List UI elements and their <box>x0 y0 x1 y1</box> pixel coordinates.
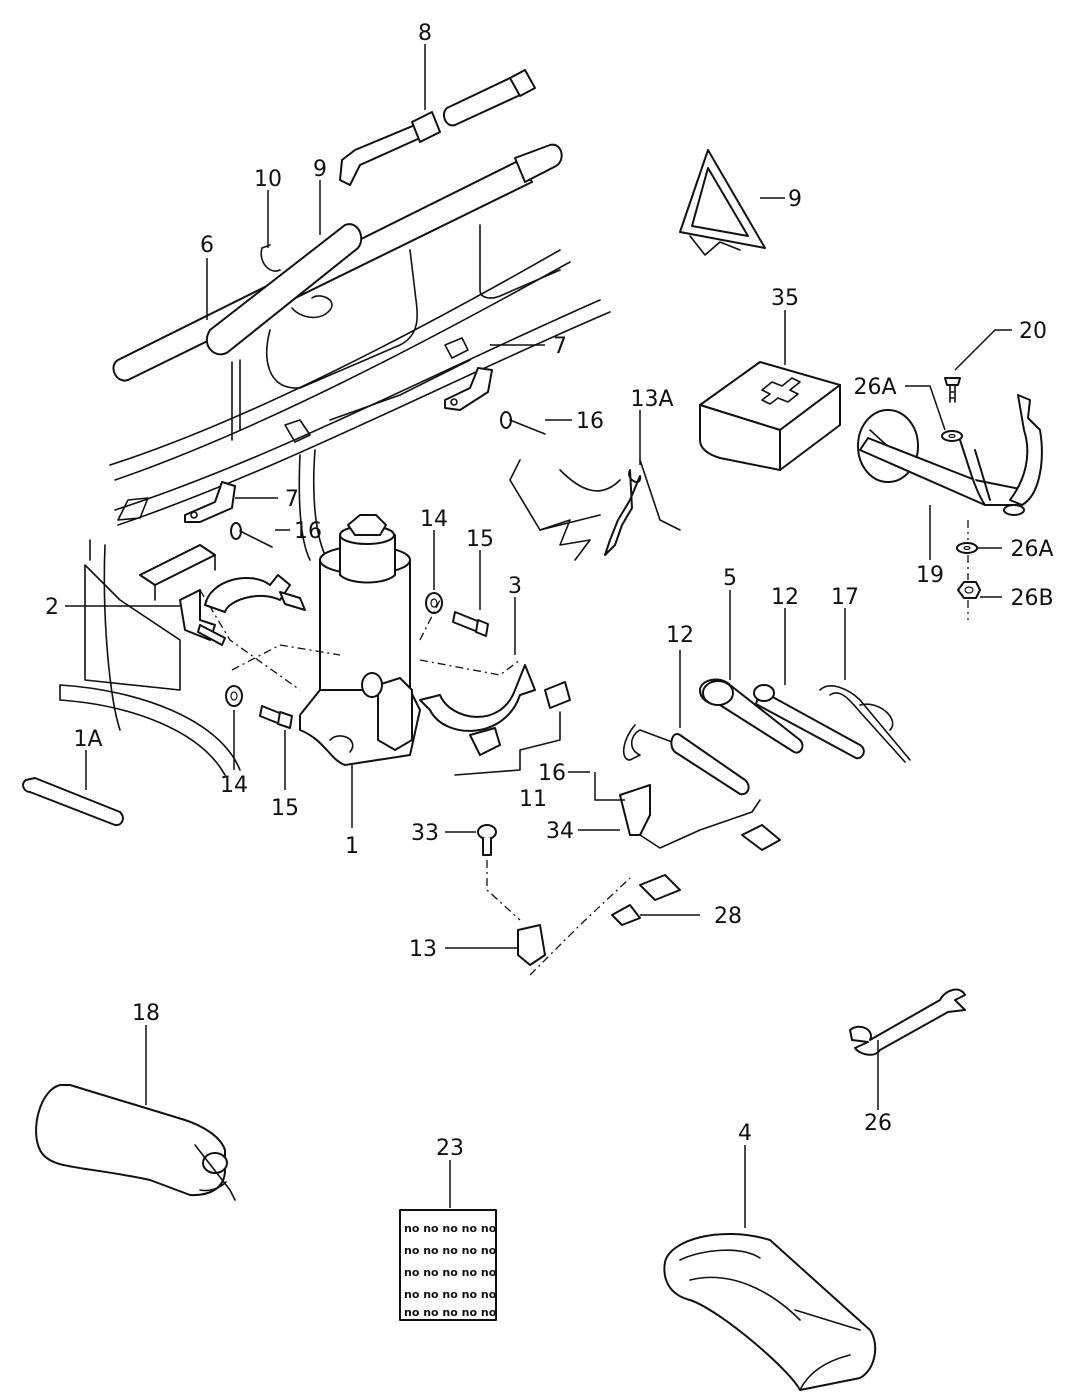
part-19-holder-bracket <box>857 394 1043 516</box>
callout-18: 18 <box>132 1001 160 1026</box>
part-12-rod-left <box>622 724 750 796</box>
part-33-bolt <box>477 824 521 921</box>
part-20-screw <box>944 377 961 403</box>
part-7-bracket-lower <box>184 481 236 523</box>
part-28-bracket <box>611 874 681 926</box>
callout-13A: 13A <box>630 387 673 412</box>
part-14-washer-lower <box>225 685 243 707</box>
sticker-row: no no no no no <box>404 1244 497 1257</box>
callout-2: 2 <box>45 595 59 620</box>
leader-lines <box>65 44 1012 1228</box>
part-16-rivet-upper <box>500 411 546 435</box>
callout-10: 10 <box>254 167 282 192</box>
part-16-rivet-lower <box>230 522 273 548</box>
part-1-jack <box>299 514 421 766</box>
callout-16-upper: 16 <box>576 409 604 434</box>
callout-11: 11 <box>519 787 547 812</box>
sticker-row: no no no no no <box>404 1288 497 1301</box>
callout-33: 33 <box>411 821 439 846</box>
part-7-bracket-upper <box>444 367 493 411</box>
part-9-warning-triangle <box>679 149 766 256</box>
part-17-clip <box>819 685 911 763</box>
callout-5: 5 <box>723 566 737 591</box>
part-15-bolt-lower <box>259 705 293 729</box>
assembly-centerlines <box>199 589 521 691</box>
sticker-row: no no no no no <box>404 1222 497 1235</box>
callout-6: 6 <box>200 233 214 258</box>
callout-1A: 1A <box>73 727 102 752</box>
callout-16-lower: 16 <box>294 519 322 544</box>
callout-13: 13 <box>409 937 437 962</box>
part-23-sticker: no no no no no no no no no no no no no n… <box>399 1209 497 1321</box>
callout-9-brace: 9 <box>313 157 327 182</box>
part-34-bracket <box>741 824 781 851</box>
part-26-wrench <box>849 988 966 1056</box>
part-3-clamp <box>419 664 536 732</box>
sticker-row: no no no no no <box>404 1306 497 1319</box>
part-4-tool-bag <box>663 1233 877 1391</box>
part-34-clip <box>619 784 761 849</box>
part-11-bracket <box>454 681 571 776</box>
sticker-row: no no no no no <box>404 1266 497 1279</box>
callout-23: 23 <box>436 1136 464 1161</box>
callout-7-upper: 7 <box>553 334 567 359</box>
part-8-wheel-brace-extension <box>339 69 536 186</box>
body-panel <box>59 224 611 776</box>
callout-15-lower: 15 <box>271 796 299 821</box>
callout-3: 3 <box>508 574 522 599</box>
callout-4: 4 <box>738 1121 752 1146</box>
part-13-bracket <box>517 877 631 976</box>
callout-16-middle: 16 <box>538 761 566 786</box>
part-13A-strap <box>509 459 681 561</box>
part-15-bolt-upper <box>452 611 489 637</box>
callout-labels: 8 10 9 6 9 35 20 26A 7 13A 16 7 16 14 15… <box>45 21 1054 1161</box>
part-9-sleeve <box>205 223 363 356</box>
part-26A-washer-bottom <box>956 542 978 554</box>
callout-12-right: 12 <box>771 585 799 610</box>
callout-28: 28 <box>714 904 742 929</box>
part-12-pin-right <box>753 684 865 760</box>
part-5-pin <box>699 678 804 754</box>
callout-26B: 26B <box>1010 586 1053 611</box>
part-26B-nut <box>957 520 981 620</box>
callout-9-triangle: 9 <box>788 187 802 212</box>
callout-12-left: 12 <box>666 623 694 648</box>
callout-34: 34 <box>546 819 574 844</box>
callout-14-upper: 14 <box>420 507 448 532</box>
callout-35: 35 <box>771 286 799 311</box>
callout-19: 19 <box>916 563 944 588</box>
part-26A-washer-top <box>941 430 963 442</box>
callout-17: 17 <box>831 585 859 610</box>
part-18-fire-extinguisher <box>35 1084 236 1201</box>
callout-15-upper: 15 <box>466 527 494 552</box>
part-1A-pad <box>22 777 124 827</box>
callout-8: 8 <box>418 21 432 46</box>
callout-7-lower: 7 <box>285 487 299 512</box>
part-35-first-aid-kit <box>699 361 841 471</box>
callout-1: 1 <box>345 834 359 859</box>
callout-26: 26 <box>864 1111 892 1136</box>
part-2-clamp <box>179 574 306 646</box>
part-14-washer-upper <box>425 592 443 614</box>
callout-20: 20 <box>1019 319 1047 344</box>
callout-26A-bottom: 26A <box>1010 537 1053 562</box>
callout-26A-top: 26A <box>853 375 896 400</box>
callout-14-lower: 14 <box>220 773 248 798</box>
